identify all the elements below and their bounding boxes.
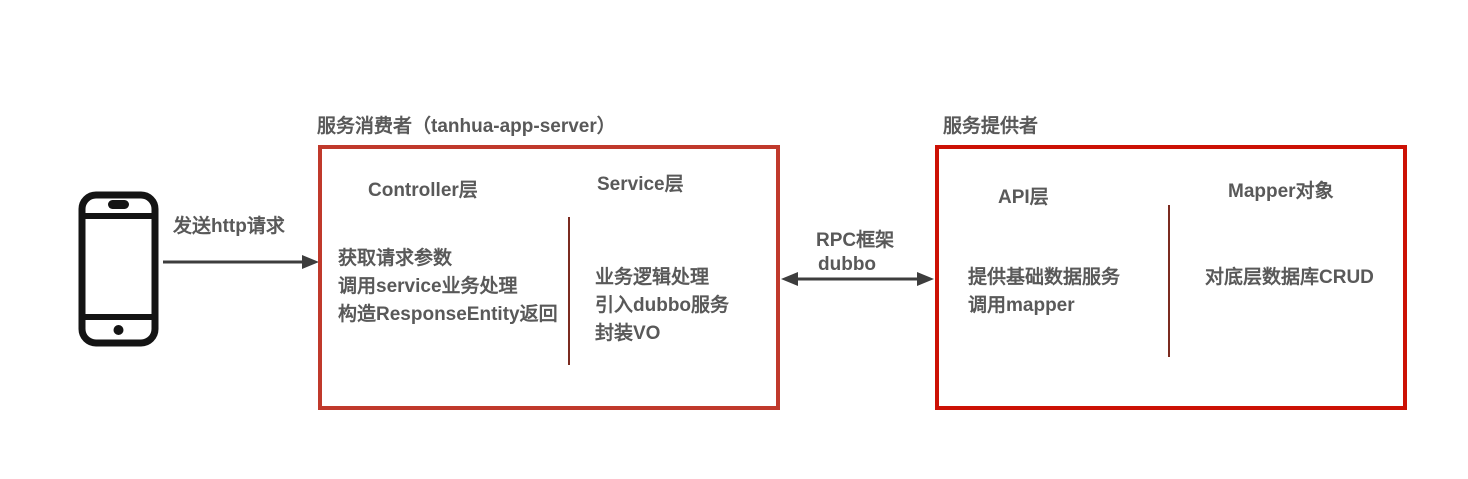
column-divider (568, 217, 570, 365)
service-column-text: 业务逻辑处理 引入dubbo服务 封装VO (595, 264, 729, 348)
provider-box-title: 服务提供者 (943, 116, 1039, 137)
controller-column-text: 获取请求参数 调用service业务处理 构造ResponseEntity返回 (338, 245, 558, 329)
consumer-box-title: 服务消费者（tanhua-app-server） (317, 116, 616, 137)
mapper-column-header: Mapper对象 (1228, 181, 1334, 202)
text-line: 业务逻辑处理 (595, 267, 710, 288)
service-column-header: Service层 (597, 174, 684, 195)
text-line: 获取请求参数 (338, 248, 453, 269)
api-column-header: API层 (998, 187, 1049, 208)
controller-column-header: Controller层 (368, 180, 478, 201)
text-line: 封装VO (595, 323, 661, 344)
text-line: 对底层数据库CRUD (1205, 267, 1374, 288)
consumer-box: Controller层 Service层 获取请求参数 调用service业务处… (318, 145, 780, 410)
text-line: 提供基础数据服务 (968, 267, 1121, 288)
provider-box: API层 Mapper对象 提供基础数据服务 调用mapper 对底层数据库CR… (935, 145, 1407, 410)
http-request-label: 发送http请求 (173, 216, 285, 237)
rpc-arrow (781, 269, 934, 289)
smartphone-icon (78, 191, 159, 347)
text-line: 引入dubbo服务 (595, 295, 730, 316)
text-line: 调用service业务处理 (338, 276, 518, 297)
column-divider (1168, 205, 1170, 357)
mapper-column-text: 对底层数据库CRUD (1205, 264, 1374, 292)
api-column-text: 提供基础数据服务 调用mapper (968, 264, 1120, 320)
rpc-dubbo-label: dubbo (818, 254, 877, 275)
text-line: 调用mapper (968, 295, 1075, 316)
http-request-arrow (163, 252, 319, 272)
text-line: 构造ResponseEntity返回 (338, 304, 558, 325)
rpc-framework-label: RPC框架 (816, 230, 895, 251)
